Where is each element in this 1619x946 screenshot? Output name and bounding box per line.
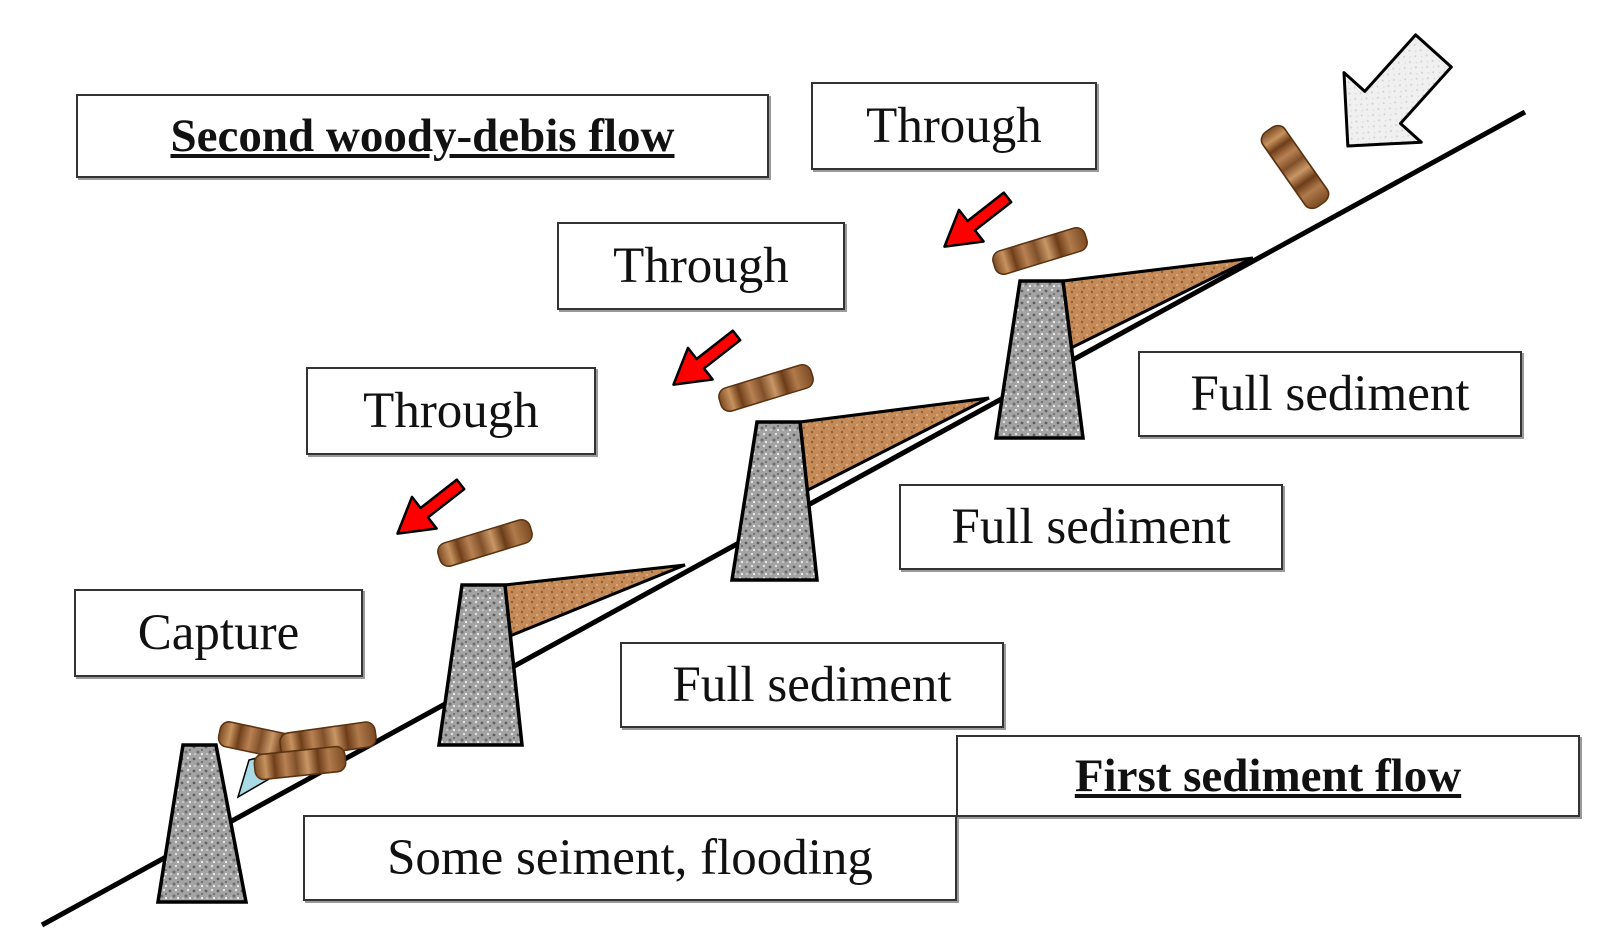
- sediment-wedge-2: [798, 396, 990, 497]
- check-dam-icon: [436, 583, 524, 747]
- log-icon: [434, 516, 536, 570]
- log-icon: [1257, 121, 1333, 213]
- red-arrow-icon: [383, 467, 475, 551]
- sediment-wedge-1: [503, 563, 686, 641]
- through-label-low: Through: [306, 367, 596, 455]
- full-sediment-label-1: Full sediment: [1138, 351, 1522, 437]
- through-label-mid: Through: [557, 222, 845, 310]
- log-icon: [989, 224, 1091, 278]
- first-sediment-flow-title: First sediment flow: [956, 735, 1580, 817]
- check-dam-icon: [729, 420, 819, 582]
- some-sediment-flooding-label: Some seiment, flooding: [303, 815, 957, 901]
- log-icon: [715, 361, 817, 415]
- check-dam-icon: [155, 743, 249, 904]
- second-woody-debris-flow-title: Second woody-debis flow: [76, 94, 769, 178]
- capture-label: Capture: [74, 589, 363, 677]
- full-sediment-label-2: Full sediment: [899, 484, 1283, 570]
- full-sediment-label-3: Full sediment: [620, 642, 1004, 728]
- check-dam-icon: [993, 279, 1085, 440]
- sediment-wedge-3: [1061, 256, 1254, 355]
- white-flow-arrow-icon: [1342, 33, 1453, 148]
- through-label-top: Through: [811, 82, 1097, 170]
